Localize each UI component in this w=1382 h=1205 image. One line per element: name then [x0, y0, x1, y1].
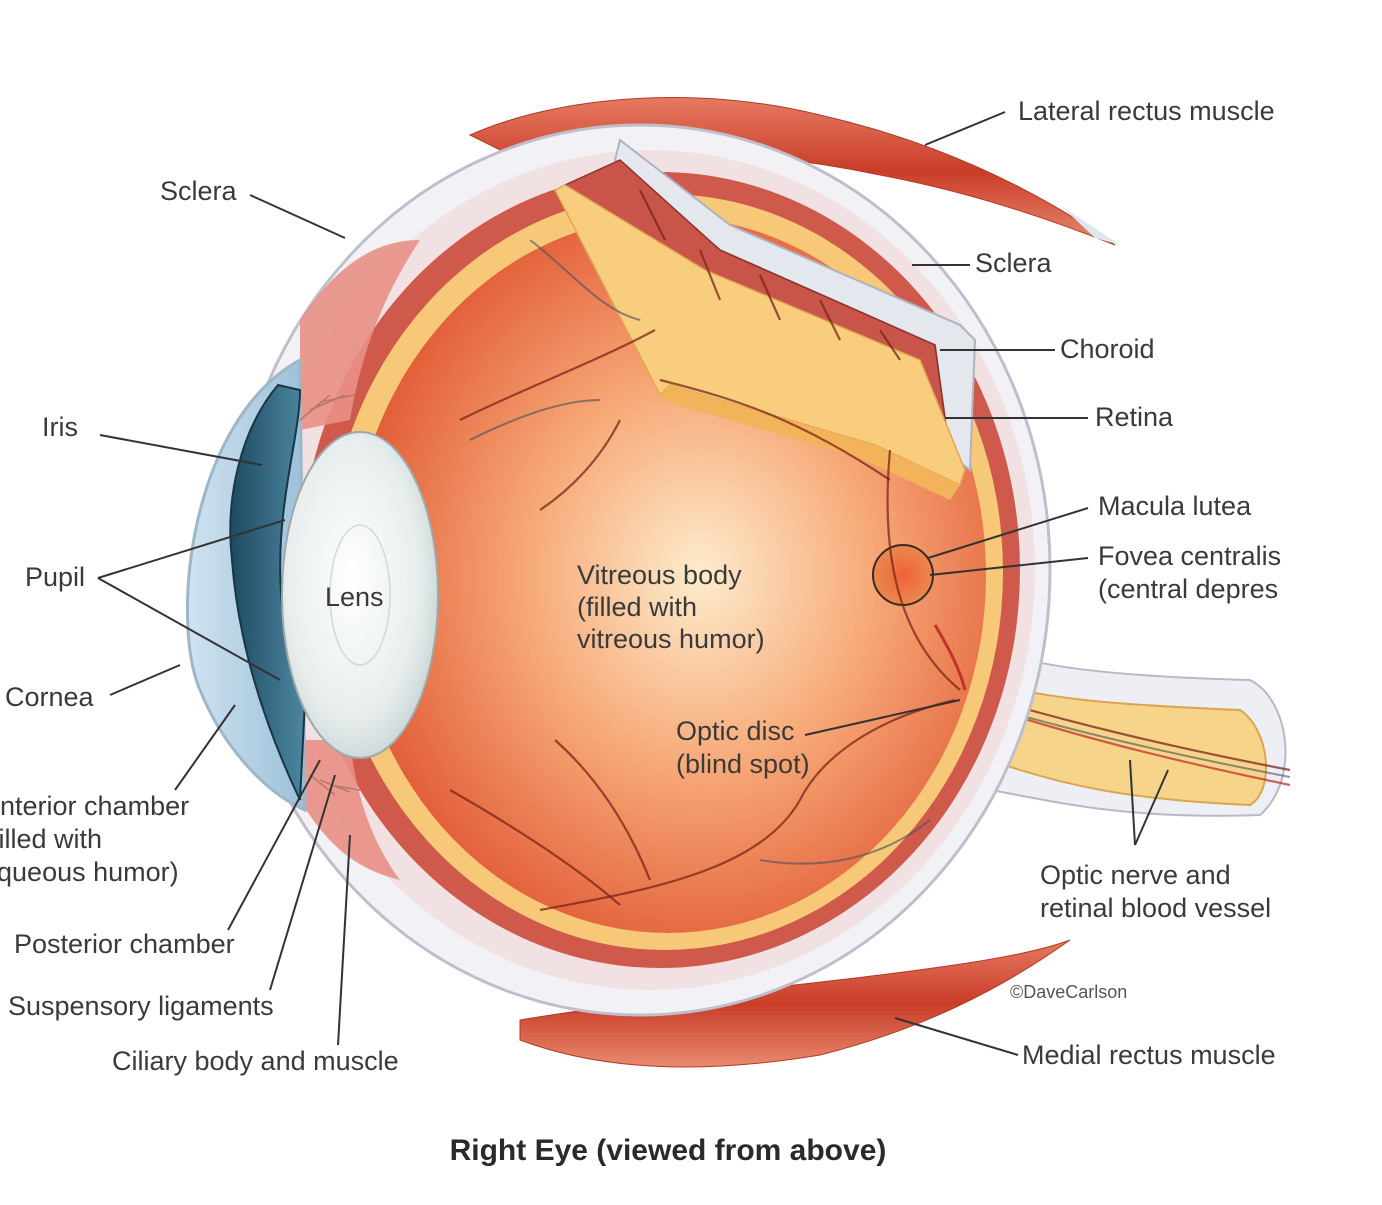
label-medial-rectus: Medial rectus muscle: [1022, 1040, 1276, 1070]
ciliary-body: [300, 240, 420, 430]
label-lateral-rectus: Lateral rectus muscle: [1018, 96, 1275, 126]
diagram-title: Right Eye (viewed from above): [450, 1134, 887, 1167]
label-posterior-chamber: Posterior chamber: [14, 929, 235, 959]
label-vitreous-line1: Vitreous body: [577, 560, 742, 590]
label-lens: Lens: [325, 582, 384, 612]
fovea-centralis: [872, 544, 934, 606]
label-vitreous-line2: (filled with: [577, 592, 697, 622]
label-vitreous-line3: vitreous humor): [577, 624, 765, 654]
label-sclera-right: Sclera: [975, 248, 1053, 278]
label-fovea-line2: (central depres: [1098, 574, 1278, 604]
label-sclera-top: Sclera: [160, 176, 238, 206]
label-choroid: Choroid: [1060, 334, 1155, 364]
label-ciliary-body: Ciliary body and muscle: [112, 1046, 399, 1076]
label-fovea-line1: Fovea centralis: [1098, 541, 1281, 571]
label-pupil: Pupil: [25, 562, 85, 592]
label-macula-lutea: Macula lutea: [1098, 491, 1252, 521]
credit-text: ©DaveCarlson: [1010, 982, 1127, 1002]
label-suspensory-ligaments: Suspensory ligaments: [8, 991, 274, 1021]
label-anterior-chamber-line1: Anterior chamber: [0, 791, 189, 821]
label-optic-disc-line2: (blind spot): [676, 749, 810, 779]
label-iris: Iris: [42, 412, 78, 442]
label-anterior-chamber-line2: (filled with: [0, 824, 102, 854]
label-cornea: Cornea: [5, 682, 95, 712]
label-anterior-chamber-line3: aqueous humor): [0, 857, 179, 887]
label-retina: Retina: [1095, 402, 1174, 432]
label-optic-nerve-line1: Optic nerve and: [1040, 860, 1231, 890]
right-crop: [1292, 0, 1382, 1200]
iris: [229, 383, 307, 801]
label-optic-nerve-line2: retinal blood vessel: [1040, 893, 1271, 923]
leader-lines: [97, 111, 1169, 1056]
lens: [281, 431, 439, 759]
label-optic-disc-line1: Optic disc: [676, 716, 795, 746]
